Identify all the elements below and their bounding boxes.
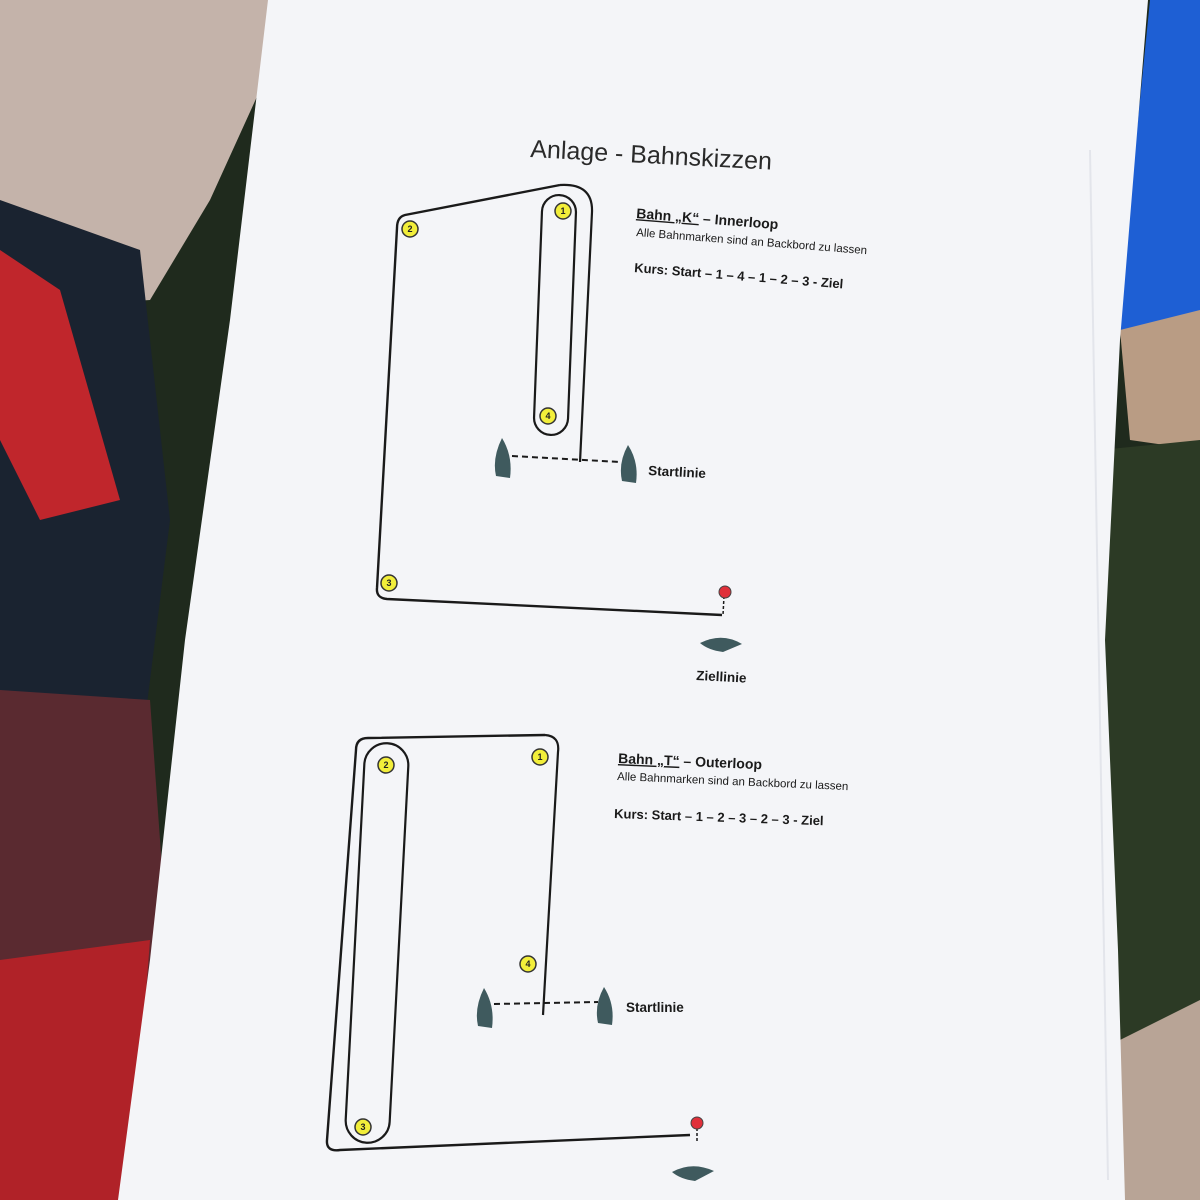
svg-text:1: 1 (560, 206, 565, 216)
course-t-outer-right (541, 733, 560, 1016)
course-t-inner-loop (344, 742, 410, 1144)
course-k-name: Bahn „K“ (636, 205, 700, 226)
course-t-start-boat-right (596, 987, 613, 1025)
course-t-mark-4: 4 (519, 955, 537, 973)
course-t-finish-buoy (690, 1116, 704, 1130)
red-bag-photo (0, 940, 150, 1200)
course-k-finish-label: Ziellinie (696, 668, 747, 686)
course-t-name: Bahn „T“ (618, 750, 680, 769)
course-k-finish-buoy (718, 585, 732, 599)
course-k-outer-path (375, 183, 723, 617)
course-k-inner-loop (532, 193, 578, 437)
finger-photo (1120, 1000, 1200, 1200)
course-t-start-boat-left (476, 988, 493, 1028)
course-k-start-label: Startlinie (648, 463, 707, 481)
svg-text:4: 4 (525, 959, 530, 969)
svg-text:3: 3 (386, 578, 391, 588)
arm-photo (1120, 310, 1200, 450)
course-k-start-boat-right (620, 445, 637, 483)
blue-shirt-photo (1120, 0, 1200, 340)
svg-text:3: 3 (360, 1122, 365, 1132)
course-k-outer-right (559, 183, 594, 463)
course-t-start-label: Startlinie (626, 1000, 684, 1015)
course-k-mark-2: 2 (401, 220, 419, 238)
paper-sheet (118, 0, 1148, 1200)
course-t-subtitle: Outerloop (695, 753, 763, 772)
course-k-start-line (511, 455, 621, 463)
course-k-mark-1: 1 (554, 202, 572, 220)
course-k-finish-boat (700, 637, 742, 652)
course-k-subtitle: Innerloop (714, 211, 779, 232)
svg-text:2: 2 (383, 760, 388, 770)
svg-text:2: 2 (407, 224, 412, 234)
course-t-mark-2: 2 (377, 756, 395, 774)
svg-text:4: 4 (545, 411, 550, 421)
svg-text:1: 1 (537, 752, 542, 762)
svg-text:Bahn „K“ – Innerloop: Bahn „K“ – Innerloop (636, 205, 779, 232)
course-t-start-line (493, 1001, 599, 1005)
course-k-mark-4: 4 (539, 407, 557, 425)
course-k-diagram: 1 2 3 4 Startlinie Ziellinie (375, 183, 747, 686)
paper-fold-shadow (1089, 149, 1109, 1181)
red-jacket-photo (0, 250, 120, 520)
course-k-finish-pole (722, 595, 725, 616)
grass-photo (1100, 440, 1200, 1200)
course-k-start-boat-left (494, 438, 511, 478)
svg-text:Bahn „T“ – Outerloop: Bahn „T“ – Outerloop (618, 750, 762, 772)
course-t-outer-path (325, 733, 691, 1152)
course-t-legend: Bahn „T“ – Outerloop Alle Bahnmarken sin… (614, 750, 849, 828)
course-t-mark-3: 3 (354, 1118, 372, 1136)
course-t-diagram: 1 2 3 4 Startlinie (325, 733, 714, 1181)
course-t-mark-1: 1 (531, 748, 549, 766)
course-t-sequence: Kurs: Start – 1 – 2 – 3 – 2 – 3 - Ziel (614, 806, 824, 828)
course-k-mark-3: 3 (380, 574, 398, 592)
course-t-finish-boat (672, 1166, 714, 1181)
